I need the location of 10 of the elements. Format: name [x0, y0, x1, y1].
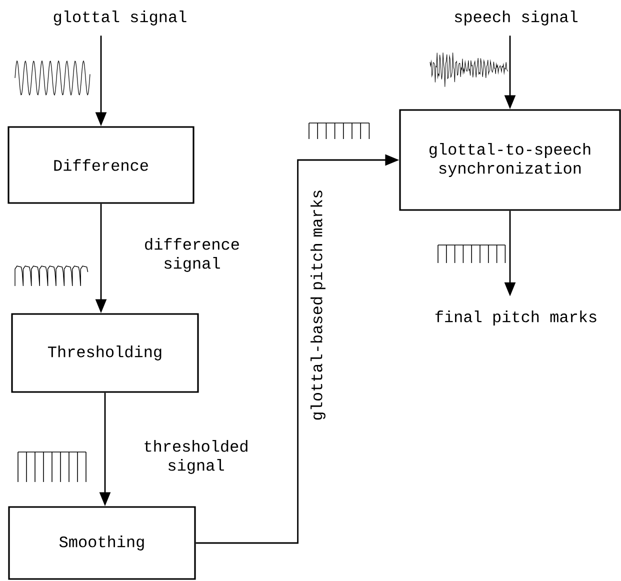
edge-label: glottal-based pitch marks	[310, 169, 326, 441]
process-box: glottal-to-speech synchronization	[399, 109, 621, 211]
process-box: Smoothing	[8, 506, 196, 580]
edge-label: thresholded signal	[135, 439, 257, 475]
process-box: Thresholding	[11, 313, 199, 393]
signal-label: final pitch marks	[435, 310, 596, 326]
process-box: Difference	[8, 126, 194, 204]
signal-label: speech signal	[454, 10, 578, 26]
edge-label: difference signal	[136, 237, 248, 273]
signal-label: glottal signal	[54, 10, 186, 26]
